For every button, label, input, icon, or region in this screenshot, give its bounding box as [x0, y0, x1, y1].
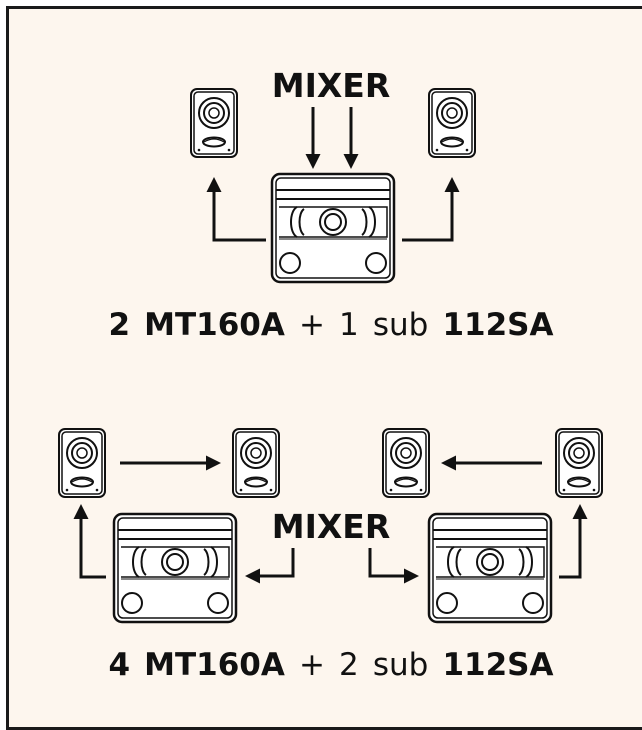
monitor-speaker-icon [382, 428, 430, 498]
signal-arrow [73, 504, 106, 579]
signal-arrow [206, 177, 266, 242]
model-name: MT160A [144, 307, 285, 343]
mixer-arrow-right [368, 548, 419, 584]
count: 2 [109, 307, 131, 343]
bottom-mixer-label: MIXER [272, 507, 391, 546]
sub-label: sub [373, 307, 428, 343]
bottom-setup: MIXER 4 MT160A + 2 sub 112SA [58, 428, 603, 683]
bottom-caption: 4 MT160A + 2 sub 112SA [109, 647, 554, 683]
top-mixer-label: MIXER [272, 66, 391, 105]
signal-arrow [559, 504, 588, 579]
monitor-speaker-icon [190, 88, 238, 158]
subwoofer-icon [427, 512, 553, 624]
bottom-mixer-arrows [245, 548, 419, 584]
model-name: 112SA [442, 307, 553, 343]
count: 2 [339, 647, 359, 683]
top-signal-arrows [206, 177, 460, 242]
monitor-speaker-icon [58, 428, 106, 498]
bottom-vertical-arrows [73, 504, 588, 579]
top-mixer-arrows [305, 107, 359, 169]
subwoofer-icon [112, 512, 238, 624]
plus-sign: + [299, 647, 325, 683]
monitor-speaker-icon [232, 428, 280, 498]
model-name: MT160A [144, 647, 285, 683]
model-name: 112SA [442, 647, 553, 683]
mixer-arrow-left [245, 548, 295, 584]
top-setup: MIXER 2 MT160A + 1 sub 112SA [109, 66, 554, 343]
count: 1 [339, 307, 359, 343]
monitor-speaker-icon [555, 428, 603, 498]
sub-label: sub [373, 647, 428, 683]
plus-sign: + [299, 307, 325, 343]
signal-arrow [402, 177, 460, 242]
subwoofer-icon [270, 172, 396, 284]
top-caption: 2 MT160A + 1 sub 112SA [109, 307, 554, 343]
count: 4 [109, 647, 131, 683]
monitor-speaker-icon [428, 88, 476, 158]
